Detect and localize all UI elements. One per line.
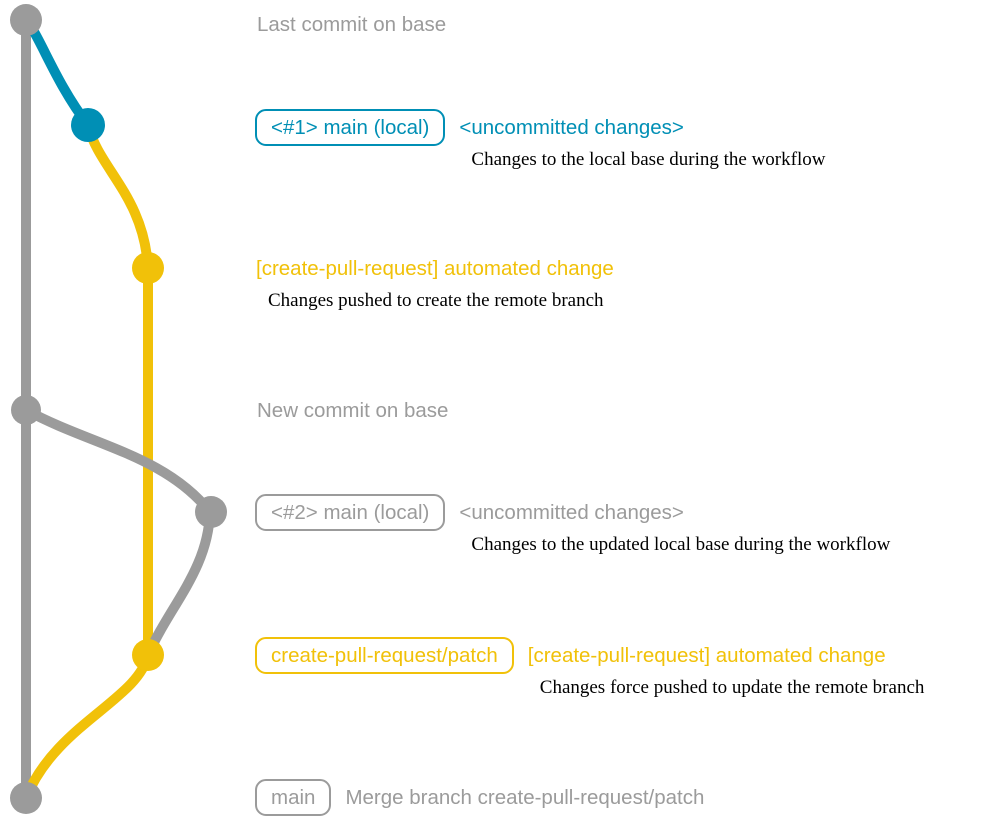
commit-new-on-base xyxy=(11,395,41,425)
branch-badge-main-local-2: <#2> main (local) xyxy=(255,494,446,531)
commit-description-main-local-1: Changes to the local base during the wor… xyxy=(471,149,826,170)
row-cpr-patch: create-pull-request/patch [create-pull-r… xyxy=(255,637,924,700)
commit-description-main-local-2: Changes to the updated local base during… xyxy=(471,534,891,555)
edge-cpr-patch-to-merge xyxy=(21,650,153,803)
texts-main-local-1: <uncommitted changes> Changes to the loc… xyxy=(459,109,825,172)
commit-main-local-1 xyxy=(71,108,105,142)
commit-message-last-on-base: Last commit on base xyxy=(257,13,447,36)
edge-main-local-1-to-cpr-commit xyxy=(83,120,153,273)
commit-main-local-2 xyxy=(195,496,227,528)
commit-description-cpr-automated-1: Changes pushed to create the remote bran… xyxy=(268,290,604,311)
commit-message-merge: Merge branch create-pull-request/patch xyxy=(345,786,705,809)
texts-cpr-automated-1: [create-pull-request] automated change C… xyxy=(256,250,614,313)
branch-badge-main: main xyxy=(255,779,332,816)
edge-main-local-2-to-cpr-patch xyxy=(143,507,215,660)
commit-description-cpr-automated-2: Changes force pushed to update the remot… xyxy=(539,677,925,698)
commit-message-new-on-base: New commit on base xyxy=(257,399,449,422)
commit-message-main-local-2: <uncommitted changes> xyxy=(459,501,684,524)
edge-base-to-main-local-1 xyxy=(21,15,93,130)
commit-cpr-automated-1 xyxy=(132,252,164,284)
row-cpr-automated-1: [create-pull-request] automated change C… xyxy=(256,250,614,313)
commit-merge-on-base xyxy=(10,782,42,814)
branch-badge-main-local-1: <#1> main (local) xyxy=(255,109,446,146)
edge-base-to-main-local-2 xyxy=(21,405,215,517)
commit-last-on-base xyxy=(10,4,42,36)
row-last-commit-on-base: Last commit on base xyxy=(257,10,446,40)
row-main-local-1: <#1> main (local) <uncommitted changes> … xyxy=(255,109,825,172)
commit-cpr-automated-2 xyxy=(132,639,164,671)
texts-cpr-patch: [create-pull-request] automated change C… xyxy=(528,637,925,700)
branch-badge-cpr-patch: create-pull-request/patch xyxy=(255,637,514,674)
row-new-commit-on-base: New commit on base xyxy=(257,396,448,426)
row-merge: main Merge branch create-pull-request/pa… xyxy=(255,779,704,816)
commit-message-cpr-automated-2: [create-pull-request] automated change xyxy=(527,644,886,667)
commit-message-cpr-automated-1: [create-pull-request] automated change xyxy=(256,257,614,280)
row-main-local-2: <#2> main (local) <uncommitted changes> … xyxy=(255,494,890,557)
commit-message-main-local-1: <uncommitted changes> xyxy=(459,116,684,139)
texts-merge: Merge branch create-pull-request/patch xyxy=(345,779,704,816)
texts-main-local-2: <uncommitted changes> Changes to the upd… xyxy=(459,494,890,557)
